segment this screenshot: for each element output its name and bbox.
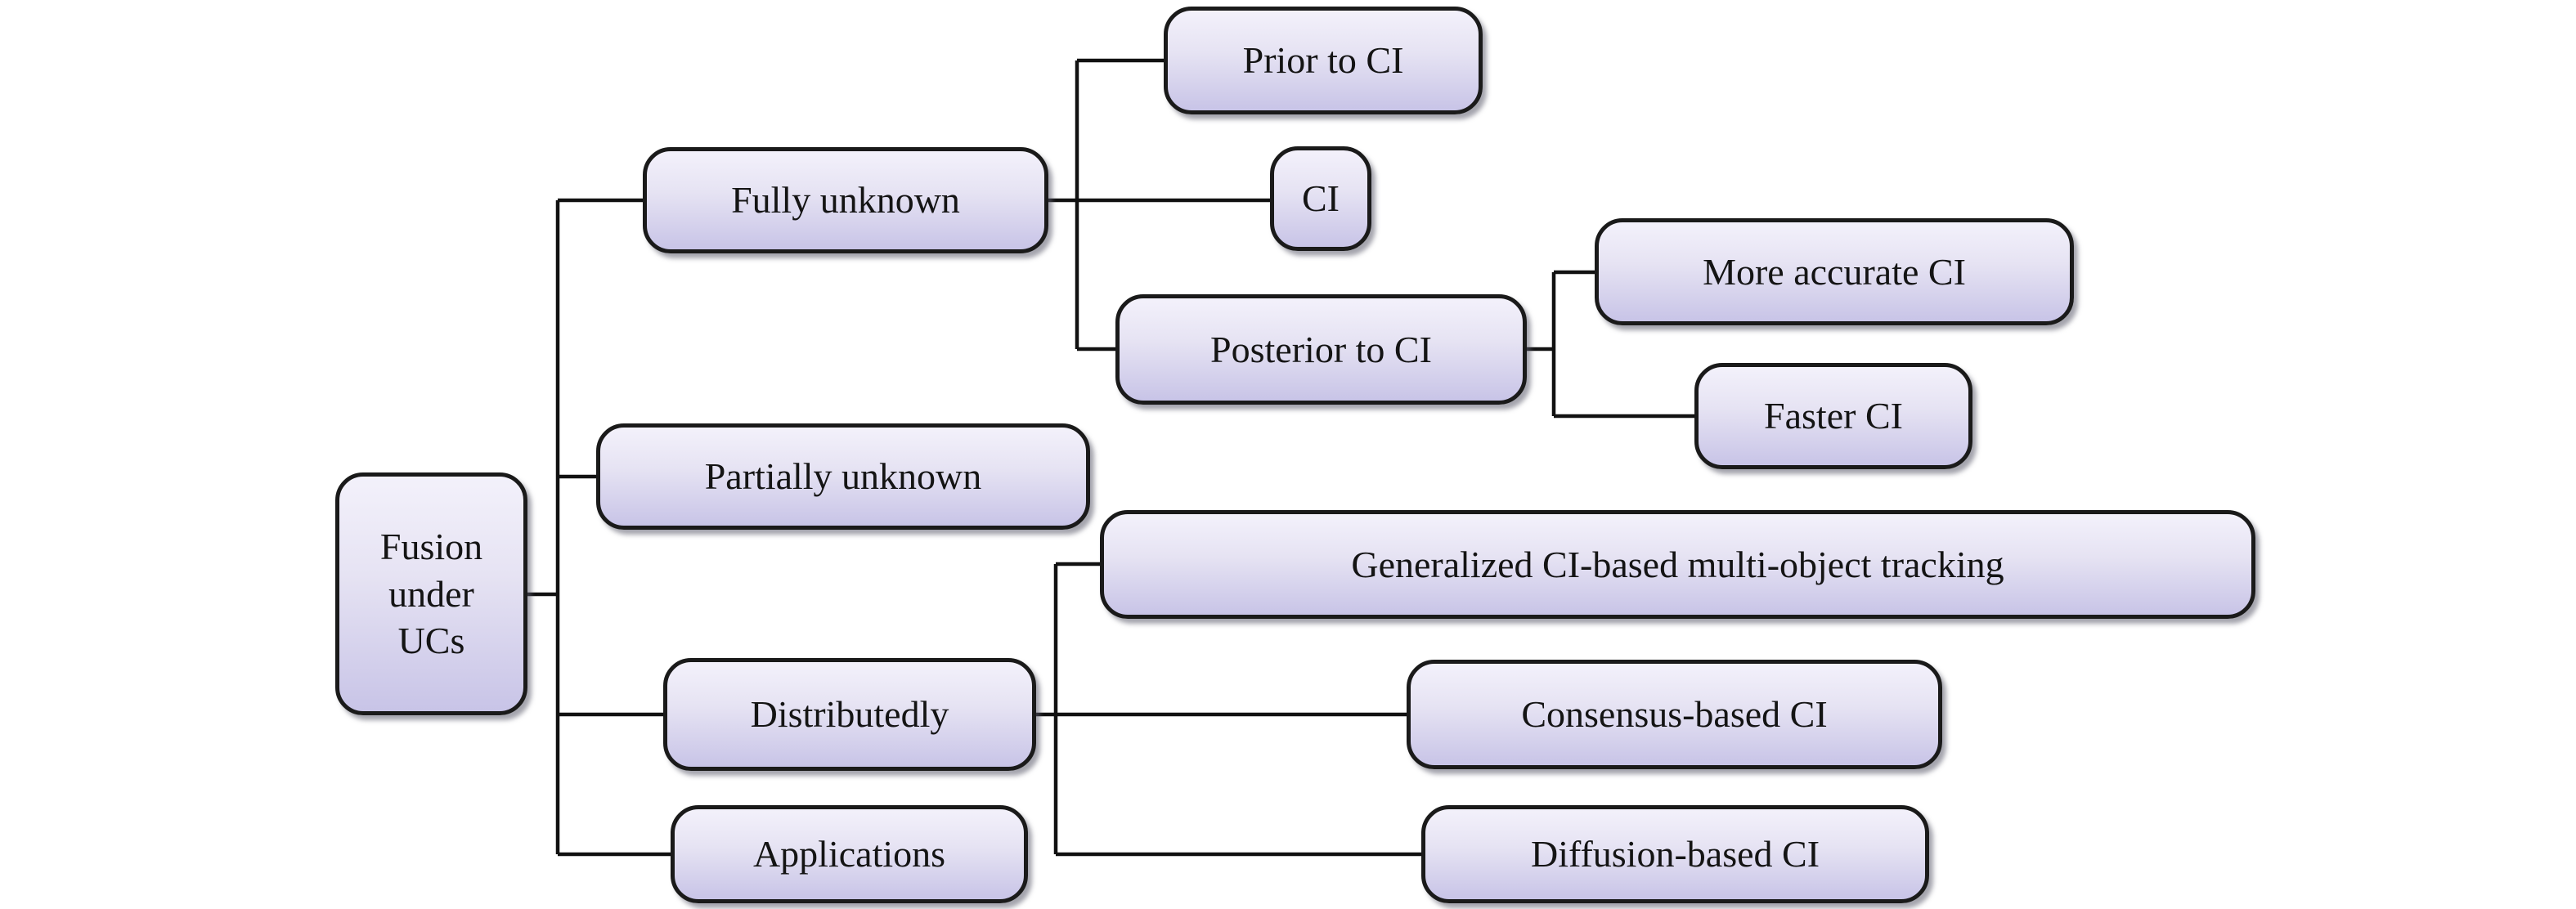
node-distributedly: Distributedly bbox=[663, 658, 1036, 771]
node-consensus-based-ci-label: Consensus-based CI bbox=[1521, 693, 1828, 736]
node-more-accurate-ci: More accurate CI bbox=[1595, 218, 2074, 325]
node-generalized-ci-tracking: Generalized CI-based multi-object tracki… bbox=[1100, 510, 2255, 619]
node-more-accurate-ci-label: More accurate CI bbox=[1703, 250, 1966, 293]
node-prior-to-ci: Prior to CI bbox=[1164, 7, 1483, 114]
node-diffusion-based-ci-label: Diffusion-based CI bbox=[1530, 833, 1820, 875]
node-consensus-based-ci: Consensus-based CI bbox=[1407, 660, 1942, 769]
node-faster-ci-label: Faster CI bbox=[1764, 395, 1903, 437]
node-ci: CI bbox=[1270, 146, 1371, 251]
node-fully-unknown-label: Fully unknown bbox=[731, 179, 960, 222]
node-applications-label: Applications bbox=[752, 833, 946, 875]
node-partially-unknown: Partially unknown bbox=[596, 423, 1090, 530]
node-fusion-under-ucs-label: Fusion under UCs bbox=[379, 526, 483, 662]
node-posterior-to-ci: Posterior to CI bbox=[1115, 294, 1527, 405]
node-ci-label: CI bbox=[1302, 177, 1340, 220]
node-faster-ci: Faster CI bbox=[1694, 363, 1972, 469]
node-posterior-to-ci-label: Posterior to CI bbox=[1210, 328, 1432, 370]
node-applications: Applications bbox=[671, 805, 1028, 903]
node-fully-unknown: Fully unknown bbox=[643, 147, 1048, 253]
node-fusion-under-ucs: Fusion under UCs bbox=[335, 472, 527, 715]
node-distributedly-label: Distributedly bbox=[750, 693, 949, 736]
node-partially-unknown-label: Partially unknown bbox=[704, 455, 982, 498]
node-diffusion-based-ci: Diffusion-based CI bbox=[1421, 805, 1929, 903]
node-prior-to-ci-label: Prior to CI bbox=[1242, 39, 1404, 82]
node-generalized-ci-tracking-label: Generalized CI-based multi-object tracki… bbox=[1351, 543, 2004, 585]
